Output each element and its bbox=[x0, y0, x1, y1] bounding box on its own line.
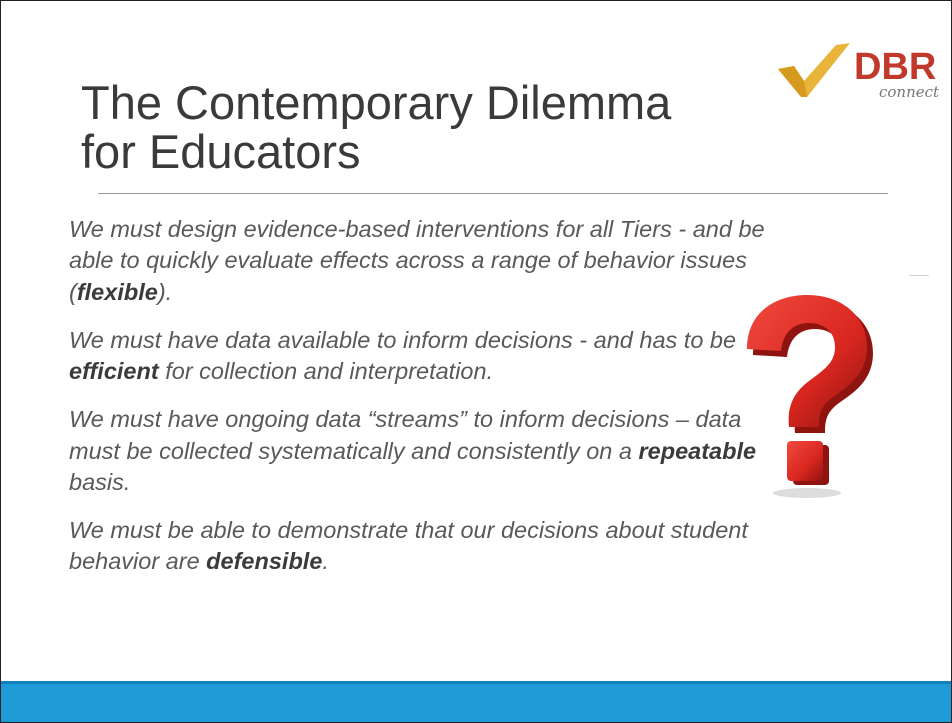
keyword-repeatable: repeatable bbox=[638, 437, 757, 464]
question-mark-icon bbox=[729, 291, 879, 501]
title-divider bbox=[98, 193, 888, 194]
dbr-connect-logo: DBR connect bbox=[774, 39, 951, 105]
decorative-tick bbox=[909, 275, 929, 276]
keyword-flexible: flexible bbox=[76, 278, 158, 305]
footer-bar bbox=[1, 681, 951, 722]
title-line-1: The Contemporary Dilemma bbox=[81, 76, 672, 129]
title-line-2: for Educators bbox=[81, 125, 361, 179]
body-paragraph: We must have data available to inform de… bbox=[69, 326, 737, 384]
body-paragraph: We must have ongoing data “streams” to i… bbox=[69, 406, 757, 495]
body-paragraph: We must design evidence-based interventi… bbox=[69, 216, 765, 305]
page-title: The Contemporary Dilemma for Educators bbox=[81, 78, 761, 177]
slide-body: We must design evidence-based interventi… bbox=[69, 214, 769, 595]
svg-text:DBR: DBR bbox=[854, 46, 936, 88]
body-paragraph: We must be able to demonstrate that our … bbox=[69, 517, 748, 575]
keyword-efficient: efficient bbox=[69, 358, 159, 384]
svg-text:connect: connect bbox=[879, 83, 940, 101]
keyword-defensible: defensible bbox=[206, 548, 323, 575]
